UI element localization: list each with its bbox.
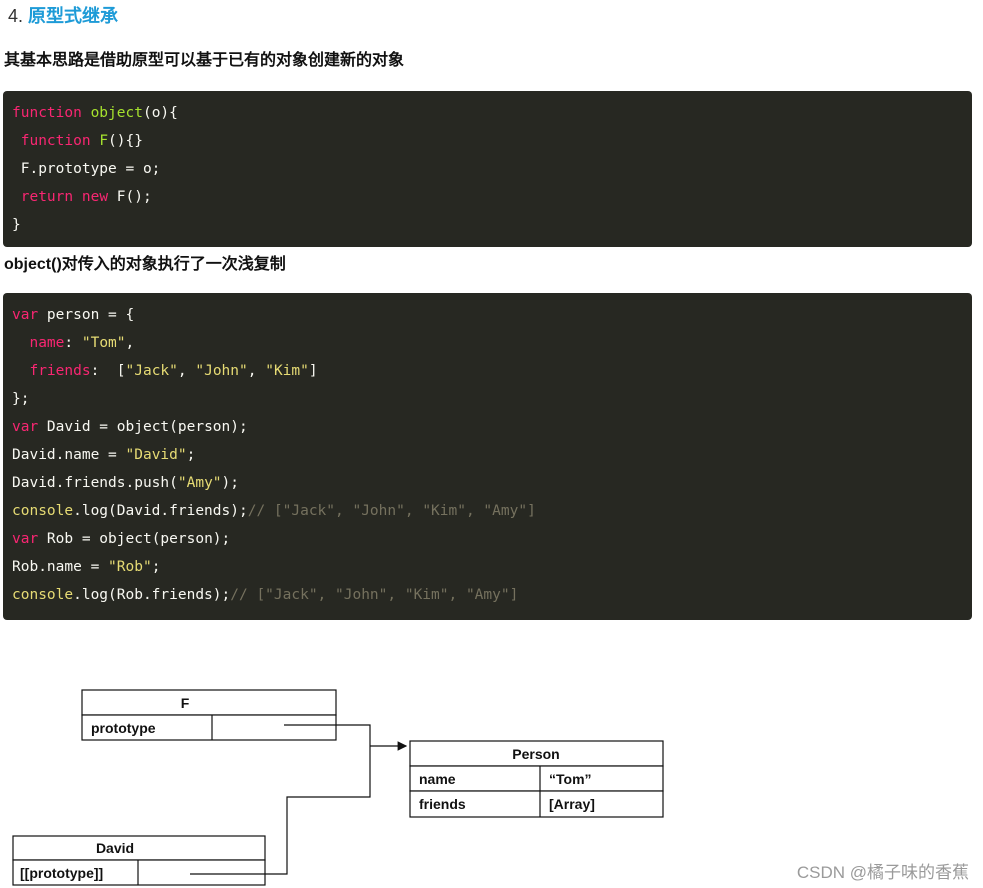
code-line: F.prototype = o; [12,161,161,177]
code-line: }; [12,391,30,407]
f-table: F prototype [81,689,337,741]
code-line: var David = object(person); [12,419,248,435]
code-line: return new F(); [20,189,152,205]
code-block-person: var person = { name: "Tom", friends: ["J… [3,293,972,620]
person-table: Person name “Tom” friends [Array] [409,740,664,818]
f-prototype-label: prototype [91,720,156,736]
code-line: console.log(Rob.friends);// ["Jack", "Jo… [12,587,519,603]
section-number: 4. [8,6,29,26]
prototype-diagram: F prototype Person name “Tom” friends [A… [12,689,664,886]
david-table: David [[prototype]] [12,835,266,886]
code-line: var Rob = object(person); [12,531,231,547]
code-line: console.log(David.friends);// ["Jack", "… [12,503,536,519]
david-table-title: David [96,840,134,856]
code-line: friends: ["Jack", "John", "Kim"] [29,363,318,379]
watermark: CSDN @橘子味的香蕉 [796,863,969,882]
code-line: David.friends.push("Amy"); [12,475,239,491]
code-line: var person = { [12,307,135,323]
f-table-title: F [181,695,190,711]
person-friends-value: [Array] [549,796,595,812]
code-line: Rob.name = "Rob"; [12,559,161,575]
person-friends-key: friends [419,796,466,812]
code-block-object: function object(o){ function F(){} F.pro… [3,91,972,247]
code-line: David.name = "David"; [12,447,196,463]
person-name-value: “Tom” [549,771,592,787]
person-table-title: Person [512,746,559,762]
section-title: 原型式继承 [28,6,119,26]
shallow-copy-paragraph: object()对传入的对象执行了一次浅复制 [4,256,286,273]
code-line: name: "Tom", [29,335,135,351]
code-line: } [12,217,21,233]
code-line: function F(){} [20,133,143,149]
david-prototype-label: [[prototype]] [20,865,103,881]
section-heading: 4. 原型式继承 [8,4,118,28]
code-line: function object(o){ [12,105,178,121]
intro-paragraph: 其基本思路是借助原型可以基于已有的对象创建新的对象 [4,52,405,69]
person-name-key: name [419,771,456,787]
pointer-arrows [190,724,408,875]
